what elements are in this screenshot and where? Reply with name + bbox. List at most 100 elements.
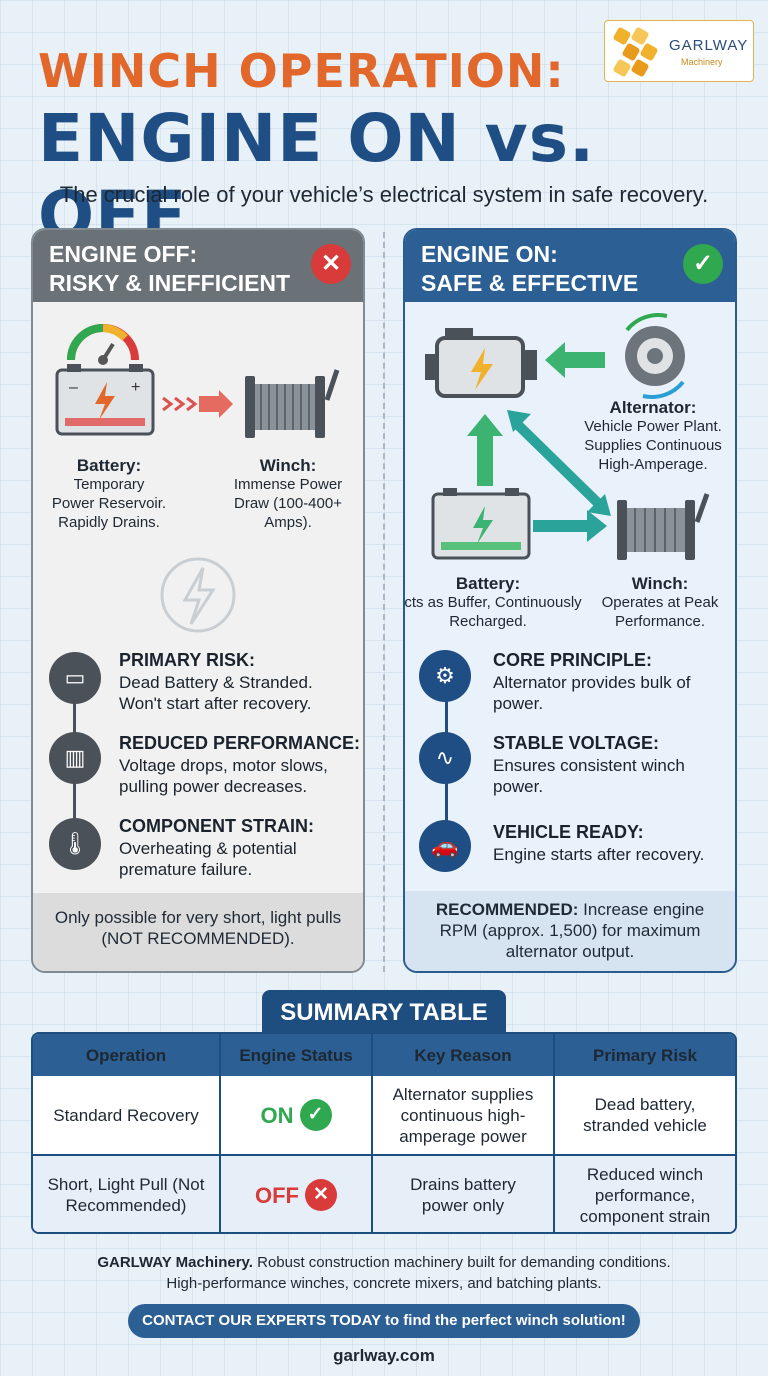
company-products: High-performance winches, concrete mixer… <box>166 1275 602 1292</box>
battery-desc: Temporary Power Reservoir. Rapidly Drain… <box>51 476 167 531</box>
engine-on-heading-line1: ENGINE ON: <box>421 241 558 267</box>
winch-icon <box>245 369 340 438</box>
gauge-icon <box>67 324 139 365</box>
svg-text:–: – <box>69 379 78 396</box>
engine-off-diagram: – + <box>55 324 340 438</box>
table-header: Engine Status <box>221 1034 373 1076</box>
table-cell-risk: Dead battery, stranded vehicle <box>583 1095 707 1135</box>
arrow-right-icon <box>533 510 607 542</box>
winch-label: Winch: Immense Power Draw (100-400+ Amps… <box>215 456 361 532</box>
arrow-right-icon <box>162 390 233 418</box>
table-cell-operation: Short, Light Pull (Not Recommended) <box>33 1156 221 1232</box>
alternator-desc: Vehicle Power Plant. Supplies Continuous… <box>584 418 722 473</box>
table-header-row: Operation Engine Status Key Reason Prima… <box>33 1034 735 1076</box>
winch-title: Winch: <box>631 574 689 593</box>
table-cell-risk: Reduced winch performance, component str… <box>579 1164 711 1226</box>
check-mark-icon: ✓ <box>683 244 723 284</box>
engine-off-heading-line1: ENGINE OFF: <box>49 241 198 267</box>
risk-desc: Overheating & potential premature failur… <box>119 839 297 879</box>
arrow-left-icon <box>545 342 605 378</box>
engine-off-panel: ENGINE OFF: RISKY & INEFFICIENT ✕ – + <box>31 228 365 973</box>
table-header: Primary Risk <box>593 1045 697 1065</box>
table-row: Short, Light Pull (Not Recommended) OFF … <box>33 1156 735 1232</box>
engine-off-heading-line2: RISKY & INEFFICIENT <box>49 270 291 296</box>
table-cell-reason: Drains battery power only <box>373 1156 555 1232</box>
engine-on-diagram <box>425 313 710 560</box>
point-desc: Engine starts after recovery. <box>493 845 705 864</box>
battery-icon: ▭ <box>49 652 101 704</box>
battery-icon <box>431 488 531 560</box>
table-row: Standard Recovery ON ✓ Alternator suppli… <box>33 1076 735 1156</box>
contact-experts-button[interactable]: CONTACT OUR EXPERTS TODAY to find the pe… <box>128 1304 640 1338</box>
summary-title: SUMMARY TABLE <box>262 990 506 1036</box>
title-line-1: WINCH OPERATION: <box>38 44 565 98</box>
panel-divider <box>383 232 385 972</box>
risk-title: REDUCED PERFORMANCE: <box>119 733 361 753</box>
winch-icon <box>617 493 710 560</box>
risk-title: COMPONENT STRAIN: <box>119 816 314 836</box>
table-cell-status: OFF ✕ <box>221 1156 373 1232</box>
table-cell-operation: Standard Recovery <box>33 1076 221 1154</box>
point-title: VEHICLE READY: <box>493 822 644 842</box>
status-on: ON <box>260 1102 294 1128</box>
logo-name: GARLWAY <box>669 37 749 54</box>
logo-hex-icon <box>630 58 650 78</box>
winch-title: Winch: <box>259 456 317 475</box>
logo-sub: Machinery <box>681 57 723 67</box>
table-header: Key Reason <box>373 1034 555 1076</box>
status-off: OFF <box>255 1182 299 1208</box>
engine-icon: ⚙ <box>419 650 471 702</box>
battery-label: Battery: Acts as Buffer, Continuously Re… <box>403 574 583 631</box>
arrow-up-icon <box>467 414 503 486</box>
website-link[interactable]: garlway.com <box>333 1346 435 1365</box>
recommended-label: RECOMMENDED: <box>435 900 579 919</box>
logo-hex-icon <box>612 58 632 78</box>
risk-title: PRIMARY RISK: <box>119 650 256 670</box>
point-desc: Ensures consistent winch power. <box>493 756 685 796</box>
thermometer-icon: 🌡 <box>49 818 101 870</box>
svg-text:+: + <box>131 379 140 396</box>
alternator-title: Alternator: <box>609 398 697 417</box>
arrow-diagonal-icon <box>507 410 611 516</box>
engine-on-heading: ENGINE ON: SAFE & EFFECTIVE <box>405 230 735 302</box>
engine-on-panel: ENGINE ON: SAFE & EFFECTIVE ✓ <box>403 228 737 973</box>
battery-icon: – + <box>55 364 155 436</box>
table-cell-reason: Alternator supplies continuous high-ampe… <box>373 1076 555 1154</box>
x-mark-icon: ✕ <box>305 1179 337 1211</box>
check-mark-icon: ✓ <box>299 1099 332 1131</box>
company-name: GARLWAY Machinery. <box>97 1254 253 1271</box>
summary-table: Operation Engine Status Key Reason Prima… <box>31 1032 737 1234</box>
logo-hex-icon <box>639 42 659 62</box>
point-desc: Alternator provides bulk of power. <box>493 673 691 713</box>
car-icon: 🚗 <box>419 820 471 872</box>
engine-off-footer: Only possible for very short, light pull… <box>33 893 363 971</box>
engine-on-heading-line2: SAFE & EFFECTIVE <box>421 270 639 296</box>
table-header: Operation <box>33 1034 221 1076</box>
point-title: STABLE VOLTAGE: <box>493 733 659 753</box>
title-line-2: ENGINE ON vs. OFF <box>38 100 596 254</box>
winch-icon: ▥ <box>49 732 101 784</box>
company-blurb: GARLWAY Machinery. Robust construction m… <box>0 1252 768 1294</box>
subtitle: The crucial role of your vehicle’s elect… <box>59 182 709 207</box>
alternator-label: Alternator: Vehicle Power Plant. Supplie… <box>573 398 733 474</box>
table-cell-status: ON ✓ <box>221 1076 373 1154</box>
battery-desc: Acts as Buffer, Continuously Recharged. <box>403 594 582 630</box>
battery-title: Battery: <box>455 574 521 593</box>
winch-desc: Immense Power Draw (100-400+ Amps). <box>233 476 343 531</box>
recommended-text: Increase engine RPM (approx. 1,500) for … <box>439 900 705 961</box>
company-tagline: Robust construction machinery built for … <box>257 1254 671 1271</box>
winch-desc: Operates at Peak Performance. <box>601 594 719 630</box>
winch-label: Winch: Operates at Peak Performance. <box>585 574 735 631</box>
x-mark-icon: ✕ <box>311 244 351 284</box>
engine-off-heading: ENGINE OFF: RISKY & INEFFICIENT <box>33 230 363 302</box>
engine-icon <box>425 328 537 398</box>
risk-desc: Voltage drops, motor slows, pulling powe… <box>119 756 328 796</box>
battery-label: Battery: Temporary Power Reservoir. Rapi… <box>51 456 167 532</box>
lightning-icon <box>160 557 236 633</box>
battery-title: Battery: <box>76 456 142 475</box>
gear-icon <box>625 313 685 399</box>
voltage-graph-icon: ∿ <box>419 732 471 784</box>
garlway-logo: GARLWAY Machinery <box>604 20 754 82</box>
risk-desc: Dead Battery & Stranded. Won't start aft… <box>119 673 313 713</box>
engine-on-footer: RECOMMENDED: Increase engine RPM (approx… <box>405 891 735 971</box>
